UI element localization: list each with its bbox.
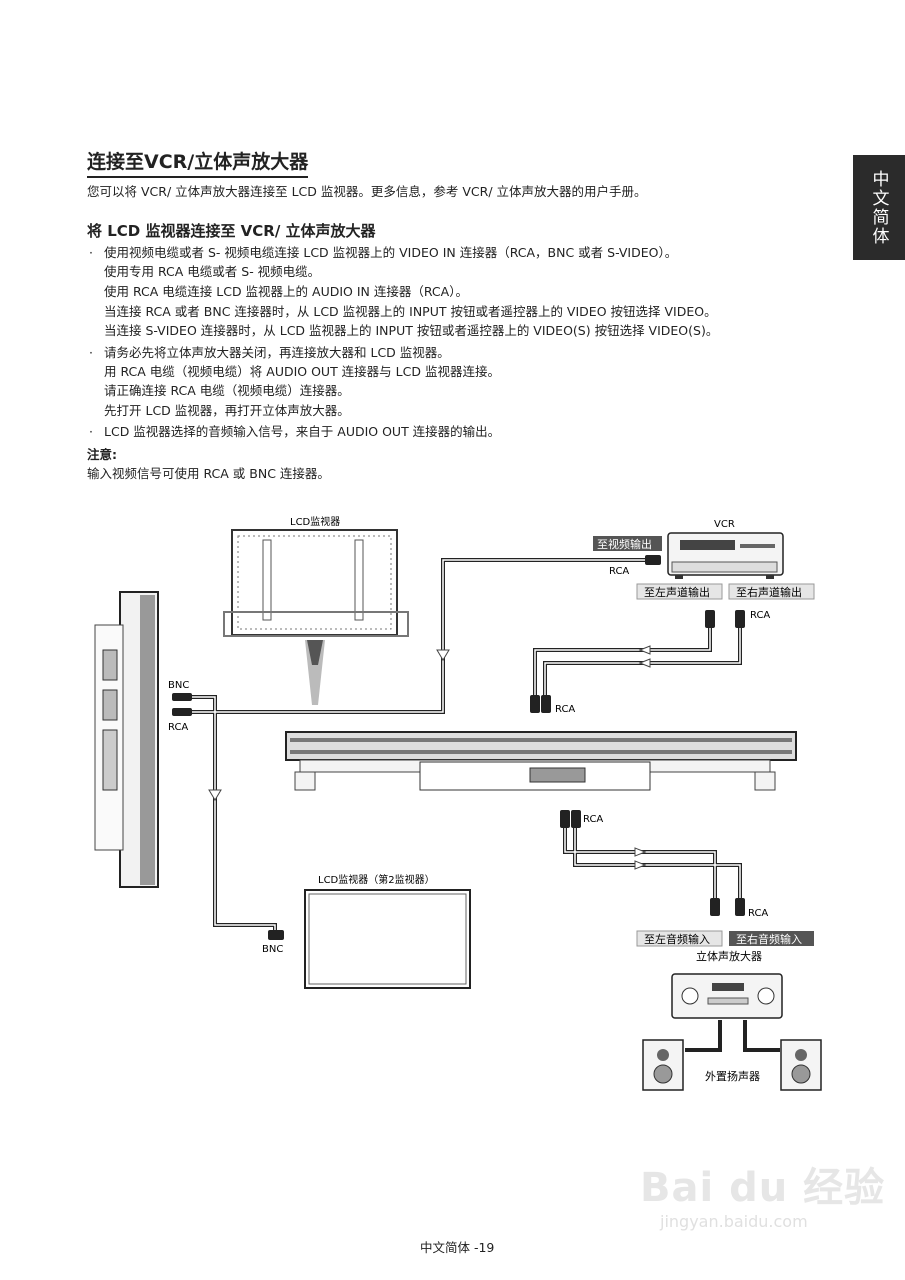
right-in-tag xyxy=(729,931,814,946)
watermark-url: jingyan.baidu.com xyxy=(660,1212,808,1231)
instruction-line: 当连接 RCA 或者 BNC 连接器时，从 LCD 监视器上的 INPUT 按钮… xyxy=(104,304,717,319)
watermark-logo: Bai du 经验 xyxy=(640,1165,886,1211)
instruction-line: 使用视频电缆或者 S- 视频电缆连接 LCD 监视器上的 VIDEO IN 连接… xyxy=(104,245,678,260)
second-monitor xyxy=(304,889,471,989)
instruction-line: LCD 监视器选择的音频输入信号，来自于 AUDIO OUT 连接器的输出。 xyxy=(104,424,501,439)
speaker-left xyxy=(642,1039,684,1091)
video-out-tag xyxy=(593,536,662,551)
rca-label: RCA xyxy=(609,566,629,577)
left-in-tag xyxy=(636,930,723,947)
lcd-monitor-label: LCD监视器 xyxy=(290,515,340,528)
amplifier-label: 立体声放大器 xyxy=(696,949,762,963)
note-text: 输入视频信号可使用 RCA 或 BNC 连接器。 xyxy=(87,466,330,481)
rca-label: RCA xyxy=(168,722,188,733)
bnc-label: BNC xyxy=(262,944,283,955)
left-in-label: 至左音频输入 xyxy=(644,932,710,946)
section-title: 将 LCD 监视器连接至 VCR/ 立体声放大器 xyxy=(87,222,376,240)
intro-text: 您可以将 VCR/ 立体声放大器连接至 LCD 监视器。更多信息，参考 VCR/… xyxy=(87,184,647,199)
instruction-line: 用 RCA 电缆（视频电缆）将 AUDIO OUT 连接器与 LCD 监视器连接… xyxy=(104,364,500,379)
instruction-line: 使用 RCA 电缆连接 LCD 监视器上的 AUDIO IN 连接器（RCA）。 xyxy=(104,284,468,299)
bnc-label: BNC xyxy=(168,680,189,691)
amplifier-device xyxy=(671,973,783,1019)
rca-label: RCA xyxy=(748,908,768,919)
page-title: 连接至VCR/立体声放大器 xyxy=(87,150,309,178)
instruction-line: 请正确连接 RCA 电缆（视频电缆）连接器。 xyxy=(104,383,350,398)
connection-diagram: LCD监视器 VCR 至视频输出 RCA 至左声道输出 至右声道输出 BNC R… xyxy=(94,515,822,1091)
bullet-mark: · xyxy=(89,345,93,360)
second-monitor-label: LCD监视器（第2监视器） xyxy=(318,873,435,886)
lcd-back-thumbnail xyxy=(223,529,409,705)
left-out-label: 至左声道输出 xyxy=(644,585,710,599)
instruction-line: 使用专用 RCA 电缆或者 S- 视频电缆。 xyxy=(104,264,321,279)
right-out-label: 至右声道输出 xyxy=(736,585,802,599)
left-out-tag xyxy=(636,583,723,600)
lcd-bottom-view xyxy=(285,731,797,791)
speaker-right xyxy=(780,1039,822,1091)
vcr-label: VCR xyxy=(714,519,735,530)
instruction-line: 当连接 S-VIDEO 连接器时，从 LCD 监视器上的 INPUT 按钮或者遥… xyxy=(104,323,719,338)
rca-label: RCA xyxy=(555,704,575,715)
speakers-label: 外置扬声器 xyxy=(705,1069,760,1083)
right-in-label: 至右音频输入 xyxy=(736,932,802,946)
instruction-line: 请务必先将立体声放大器关闭，再连接放大器和 LCD 监视器。 xyxy=(104,345,450,360)
flow-arrows xyxy=(208,645,651,870)
video-out-label: 至视频输出 xyxy=(597,537,652,551)
right-out-tag xyxy=(728,583,815,600)
lcd-side-view xyxy=(94,591,159,888)
bullet-mark: · xyxy=(89,245,93,260)
rca-label: RCA xyxy=(583,814,603,825)
vcr-device xyxy=(667,532,784,579)
rca-label: RCA xyxy=(750,610,770,621)
connector-plugs xyxy=(172,555,745,940)
page-footer: 中文简体 -19 xyxy=(420,1240,495,1255)
language-tab: 中文简体 xyxy=(853,155,905,260)
note-title: 注意: xyxy=(87,447,117,462)
bullet-mark: · xyxy=(89,424,93,439)
instruction-line: 先打开 LCD 监视器，再打开立体声放大器。 xyxy=(104,403,350,418)
